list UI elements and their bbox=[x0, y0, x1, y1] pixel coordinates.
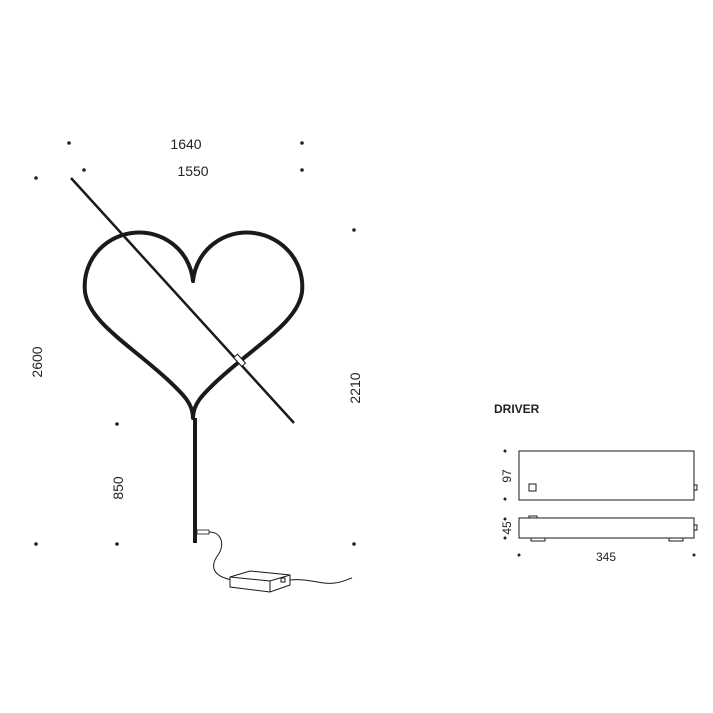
cable-plug bbox=[196, 529, 210, 535]
mains-cable bbox=[289, 577, 353, 584]
driver-length-label: 345 bbox=[596, 550, 616, 564]
heart-height-label: 2210 bbox=[347, 372, 363, 403]
lamp-driver-box bbox=[229, 570, 291, 593]
diagonal-arrow-rod bbox=[70, 177, 295, 424]
dimension-markers bbox=[34, 141, 696, 557]
power-cable bbox=[208, 531, 233, 581]
rod-connector bbox=[233, 353, 247, 368]
heart-lamp-shape bbox=[82, 230, 305, 420]
driver-top-view bbox=[518, 450, 698, 501]
driver-title: DRIVER bbox=[494, 402, 540, 416]
overall-height-label: 2600 bbox=[29, 346, 45, 377]
driver-side-view bbox=[518, 515, 698, 542]
overall-width-label: 1640 bbox=[170, 136, 201, 152]
stem-height-label: 850 bbox=[110, 476, 126, 500]
driver-height-side-label: 45 bbox=[500, 521, 514, 535]
heart-width-label: 1550 bbox=[177, 163, 208, 179]
driver-height-top-label: 97 bbox=[500, 469, 514, 483]
